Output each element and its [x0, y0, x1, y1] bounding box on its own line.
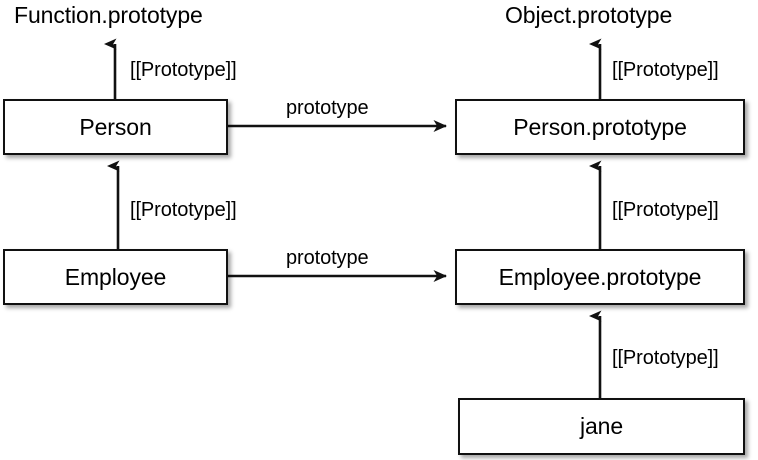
node-employee[interactable]: Employee — [3, 249, 228, 305]
edge-label-person-prototype-link: prototype — [286, 97, 369, 119]
label-function-prototype: Function.prototype — [14, 2, 203, 28]
edge-label-employee-prototype-to-person-prototype: [[Prototype]] — [612, 199, 719, 221]
node-employee-prototype-label: Employee.prototype — [498, 263, 702, 290]
edge-label-person-to-function-prototype: [[Prototype]] — [130, 59, 237, 81]
edge-label-employee-prototype-link: prototype — [286, 247, 369, 269]
node-person-prototype-label: Person.prototype — [513, 113, 687, 140]
node-jane[interactable]: jane — [458, 398, 745, 455]
edge-label-employee-to-person: [[Prototype]] — [130, 199, 237, 221]
node-jane-label: jane — [579, 413, 624, 439]
node-person-label: Person — [79, 113, 152, 140]
node-person-prototype[interactable]: Person.prototype — [455, 99, 745, 155]
node-employee-label: Employee — [64, 263, 167, 290]
edge-label-person-prototype-to-object-prototype: [[Prototype]] — [612, 59, 719, 81]
label-object-prototype: Object.prototype — [505, 2, 673, 28]
edge-label-jane-to-employee-prototype: [[Prototype]] — [612, 347, 719, 369]
node-person[interactable]: Person — [3, 99, 228, 155]
node-employee-prototype[interactable]: Employee.prototype — [455, 249, 745, 305]
